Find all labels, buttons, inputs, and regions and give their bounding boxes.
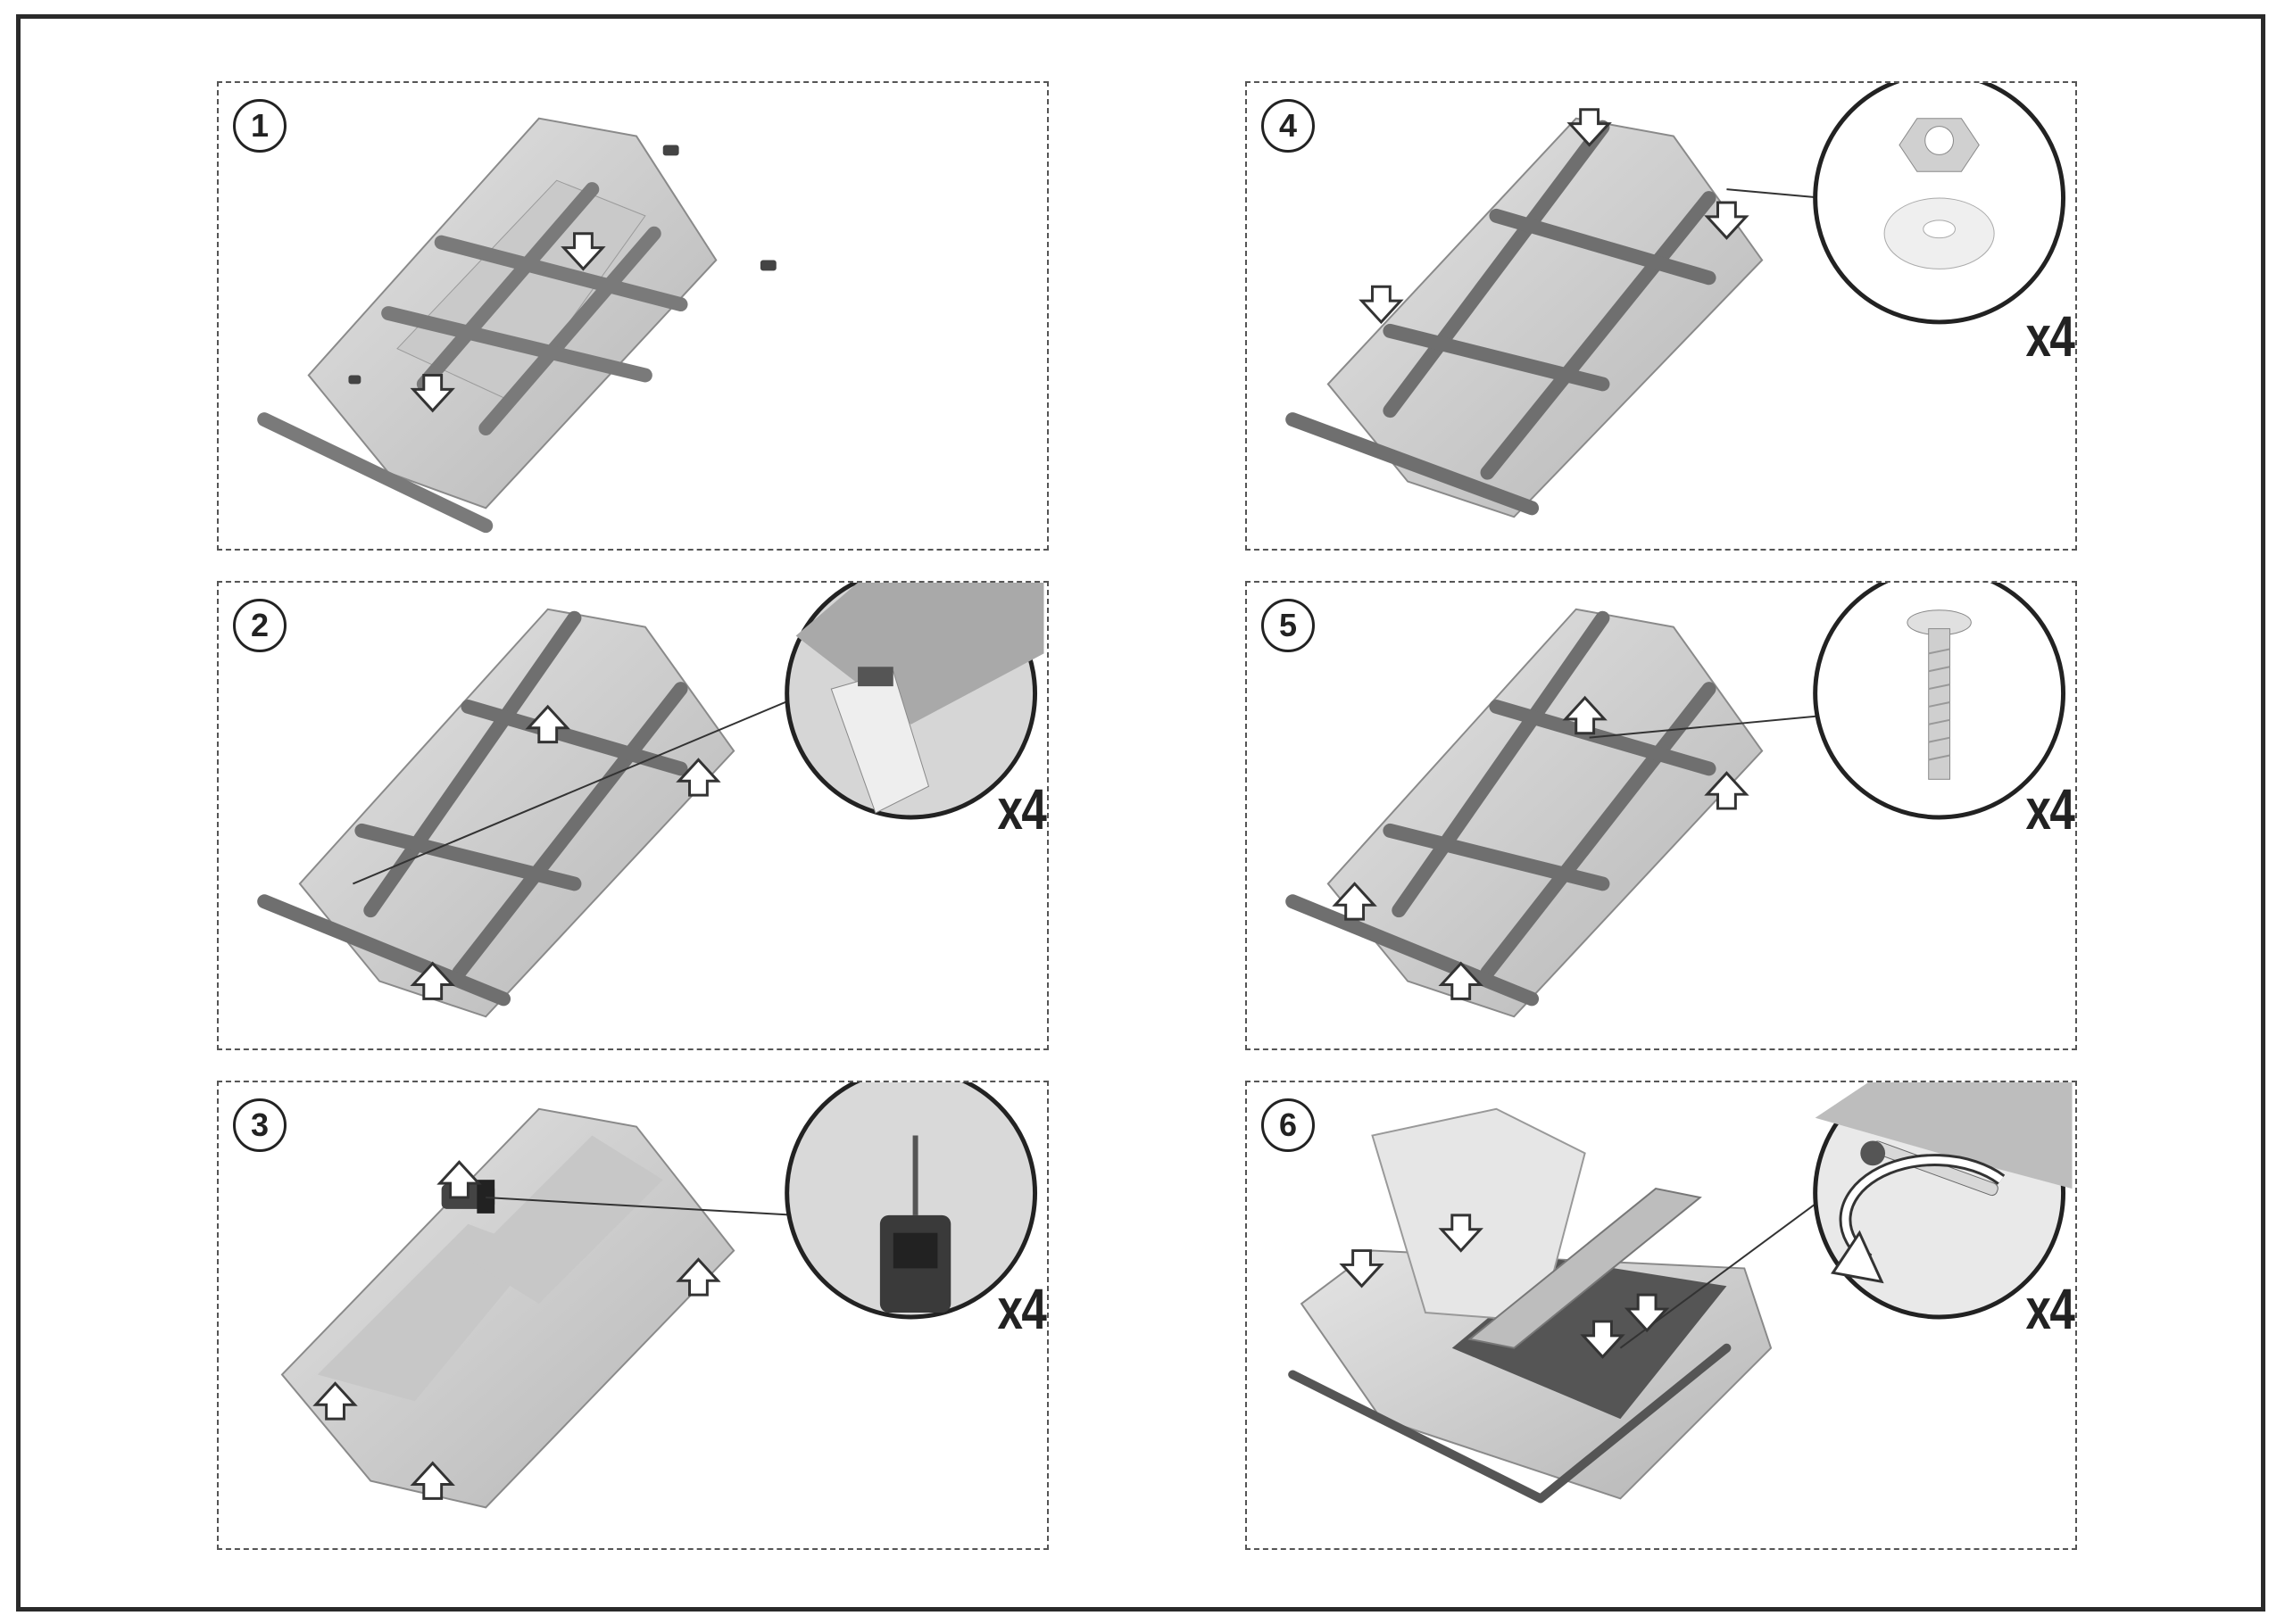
up-arrow-icon (312, 1381, 358, 1421)
step-number: 3 (233, 1098, 287, 1152)
up-arrow-icon (410, 961, 455, 1000)
down-arrow-icon (410, 374, 455, 413)
step-5-panel: 5 (1245, 581, 2077, 1050)
step-number: 5 (1261, 599, 1315, 652)
down-arrow-icon (1580, 1320, 1625, 1359)
bolt-icon (1907, 609, 1972, 780)
rotate-arrow-icon (1831, 1154, 2006, 1284)
quantity-label: x4 (997, 1277, 1046, 1341)
seat-frame-illustration (257, 117, 777, 534)
down-arrow-icon (1339, 1249, 1384, 1288)
seat-shell-illustration (280, 1082, 1037, 1509)
seat-frame-illustration (257, 583, 1044, 1018)
down-arrow-icon (1704, 201, 1749, 240)
wrench-icon (1860, 1140, 1998, 1197)
down-arrow-icon (1566, 108, 1612, 147)
instruction-sheet: 1 (16, 14, 2265, 1612)
up-arrow-icon (1332, 882, 1377, 921)
detail-zoom-circle (1813, 583, 2065, 820)
detail-zoom-circle (1813, 83, 2065, 325)
nut-icon (1899, 118, 1980, 172)
up-arrow-icon (410, 1461, 455, 1500)
step-number: 1 (233, 99, 287, 153)
washer-icon (1883, 197, 1995, 269)
down-arrow-icon (1359, 285, 1404, 325)
step-6-panel: 6 (1245, 1081, 2077, 1550)
up-arrow-icon (525, 704, 570, 744)
seat-open-illustration (1288, 1082, 2073, 1504)
step-number: 2 (233, 599, 287, 652)
quantity-label: x4 (997, 777, 1046, 841)
quantity-label: x4 (2025, 304, 2074, 369)
detail-zoom-circle (1813, 1082, 2073, 1320)
down-arrow-icon (1438, 1214, 1483, 1253)
step-3-panel: 3 x4 (217, 1081, 1049, 1550)
down-arrow-icon (1624, 1293, 1670, 1333)
quantity-label: x4 (2025, 777, 2074, 841)
up-arrow-icon (1704, 771, 1749, 810)
step-4-panel: 4 (1245, 81, 2077, 551)
step-1-panel: 1 (217, 81, 1049, 551)
quantity-label: x4 (2025, 1277, 2074, 1341)
down-arrow-icon (561, 232, 606, 271)
up-arrow-icon (676, 758, 721, 797)
detail-zoom-circle (785, 583, 1044, 820)
up-arrow-icon (676, 1257, 721, 1297)
step-number: 6 (1261, 1098, 1315, 1152)
up-arrow-icon (1562, 695, 1608, 735)
seat-frame-illustration (1285, 583, 2065, 1018)
up-arrow-icon (436, 1160, 482, 1199)
step-number: 4 (1261, 99, 1315, 153)
up-arrow-icon (1438, 961, 1483, 1000)
seat-frame-illustration (1285, 83, 2065, 518)
detail-zoom-circle (785, 1082, 1037, 1320)
step-2-panel: 2 x4 (217, 581, 1049, 1050)
